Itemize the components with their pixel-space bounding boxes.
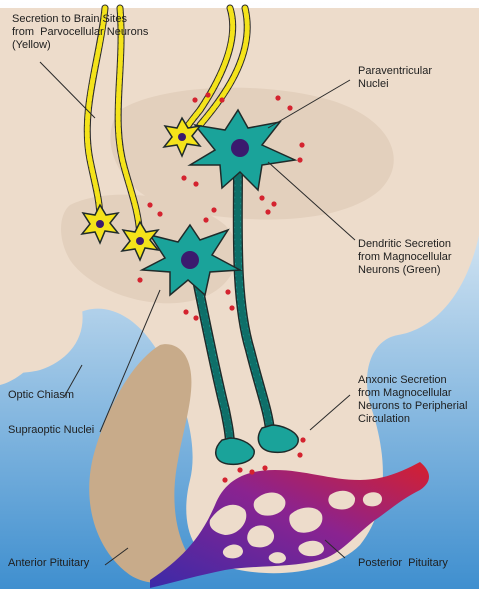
label-optic-chiasm: Optic Chiasm [8, 389, 74, 402]
label-anxonic-secretion: Anxonic Secretion from Magnocellular Neu… [358, 374, 467, 426]
label-anterior-pituitary: Anterior Pituitary [8, 557, 89, 570]
label-supraoptic-nuclei: Supraoptic Nuclei [8, 424, 94, 437]
label-dendritic-secretion: Dendritic Secretion from Magnocellular N… [358, 238, 452, 277]
label-parvocellular-secretion: Secretion to Brain Sites from Parvocellu… [12, 13, 148, 52]
label-posterior-pituitary: Posterior Pituitary [358, 557, 448, 570]
label-paraventricular-nuclei: Paraventricular Nuclei [358, 65, 432, 91]
